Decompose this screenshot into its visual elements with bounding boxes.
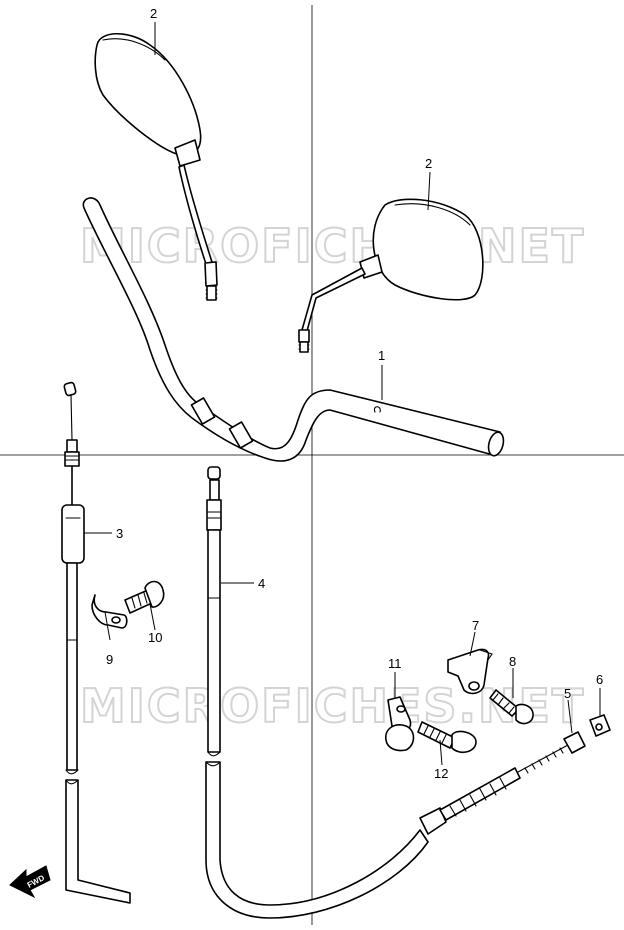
callout-bolt-8: 8	[509, 654, 516, 669]
callout-bolt-12: 12	[434, 766, 448, 781]
clutch-cable	[205, 466, 569, 919]
bolt-12	[417, 721, 477, 754]
adjuster-nut-5	[563, 731, 586, 754]
clamp-9	[91, 594, 128, 629]
bolt-10	[124, 580, 165, 614]
callout-throttle-cable: 3	[116, 526, 123, 541]
callout-mirror-right: 2	[425, 156, 432, 171]
callout-clamp-11: 11	[388, 656, 402, 671]
throttle-cable	[61, 381, 131, 904]
callout-adjuster-nut-6: 6	[596, 672, 603, 687]
callout-bracket-7: 7	[472, 618, 479, 633]
callout-clamp-9: 9	[106, 652, 113, 667]
callout-handlebar: 1	[378, 348, 385, 363]
handlebar	[82, 197, 505, 462]
callout-mirror-left: 2	[150, 6, 157, 21]
callout-adjuster-nut-5: 5	[564, 686, 571, 701]
mirror-left	[94, 33, 218, 301]
adjuster-nut-6	[589, 714, 611, 737]
fwd-arrow-icon: FWD	[9, 865, 51, 899]
callout-clutch-cable: 4	[258, 576, 265, 591]
clamp-11	[385, 696, 415, 752]
mirror-right	[298, 198, 484, 353]
bracket-7	[447, 648, 493, 695]
leader-lines	[84, 22, 601, 766]
bolt-8	[489, 689, 534, 725]
watermark-top: MICROFICHES.NET	[80, 219, 585, 273]
callout-bolt-10: 10	[148, 630, 162, 645]
